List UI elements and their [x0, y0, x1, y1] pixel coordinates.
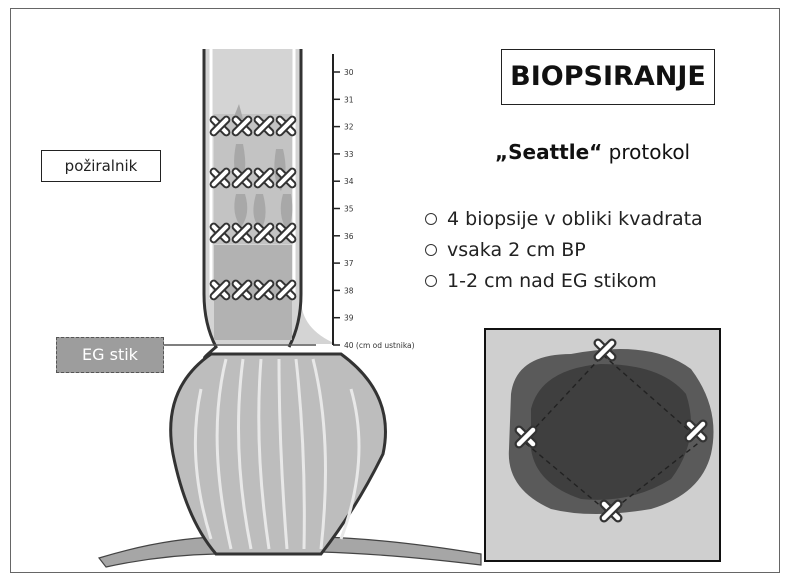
protocol-heading: „Seattle“ protokol [495, 140, 690, 164]
slide-title: BIOPSIRANJE [501, 49, 715, 105]
ruler-tick-label: 33 [344, 150, 354, 159]
bullet-item: vsaka 2 cm BP [425, 239, 703, 261]
bullet-list: 4 biopsije v obliki kvadrata vsaka 2 cm … [425, 208, 703, 301]
ruler-tick-label: 31 [344, 95, 354, 104]
organ-label: požiralnik [41, 150, 161, 182]
bullet-text: 4 biopsije v obliki kvadrata [447, 208, 703, 230]
ruler-tick-label: 30 [344, 68, 354, 77]
ruler-tick-label: 38 [344, 286, 354, 295]
bullet-item: 4 biopsije v obliki kvadrata [425, 208, 703, 230]
protocol-name: „Seattle“ [495, 140, 602, 164]
circle-bullet-icon [425, 213, 437, 225]
ruler-tick-label: 35 [344, 205, 354, 214]
junction-label: EG stik [56, 337, 164, 373]
circle-bullet-icon [425, 275, 437, 287]
protocol-suffix: protokol [609, 140, 690, 164]
bullet-item: 1-2 cm nad EG stikom [425, 270, 703, 292]
ruler-tick-label: 39 [344, 314, 354, 323]
ruler-tick-label: 40 (cm od ustnika) [344, 341, 415, 350]
ruler-tick-label: 36 [344, 232, 354, 241]
slide-frame: 30 31 32 33 34 35 36 37 38 39 40 (cm od ustnika) p… [10, 8, 780, 573]
ruler: 30 31 32 33 34 35 36 37 38 39 40 (cm od ustnika) [333, 68, 415, 350]
ruler-tick-label: 37 [344, 259, 354, 268]
ruler-tick-label: 32 [344, 123, 354, 132]
circle-bullet-icon [425, 244, 437, 256]
bullet-text: vsaka 2 cm BP [447, 239, 586, 261]
ruler-tick-label: 34 [344, 177, 354, 186]
bullet-text: 1-2 cm nad EG stikom [447, 270, 657, 292]
